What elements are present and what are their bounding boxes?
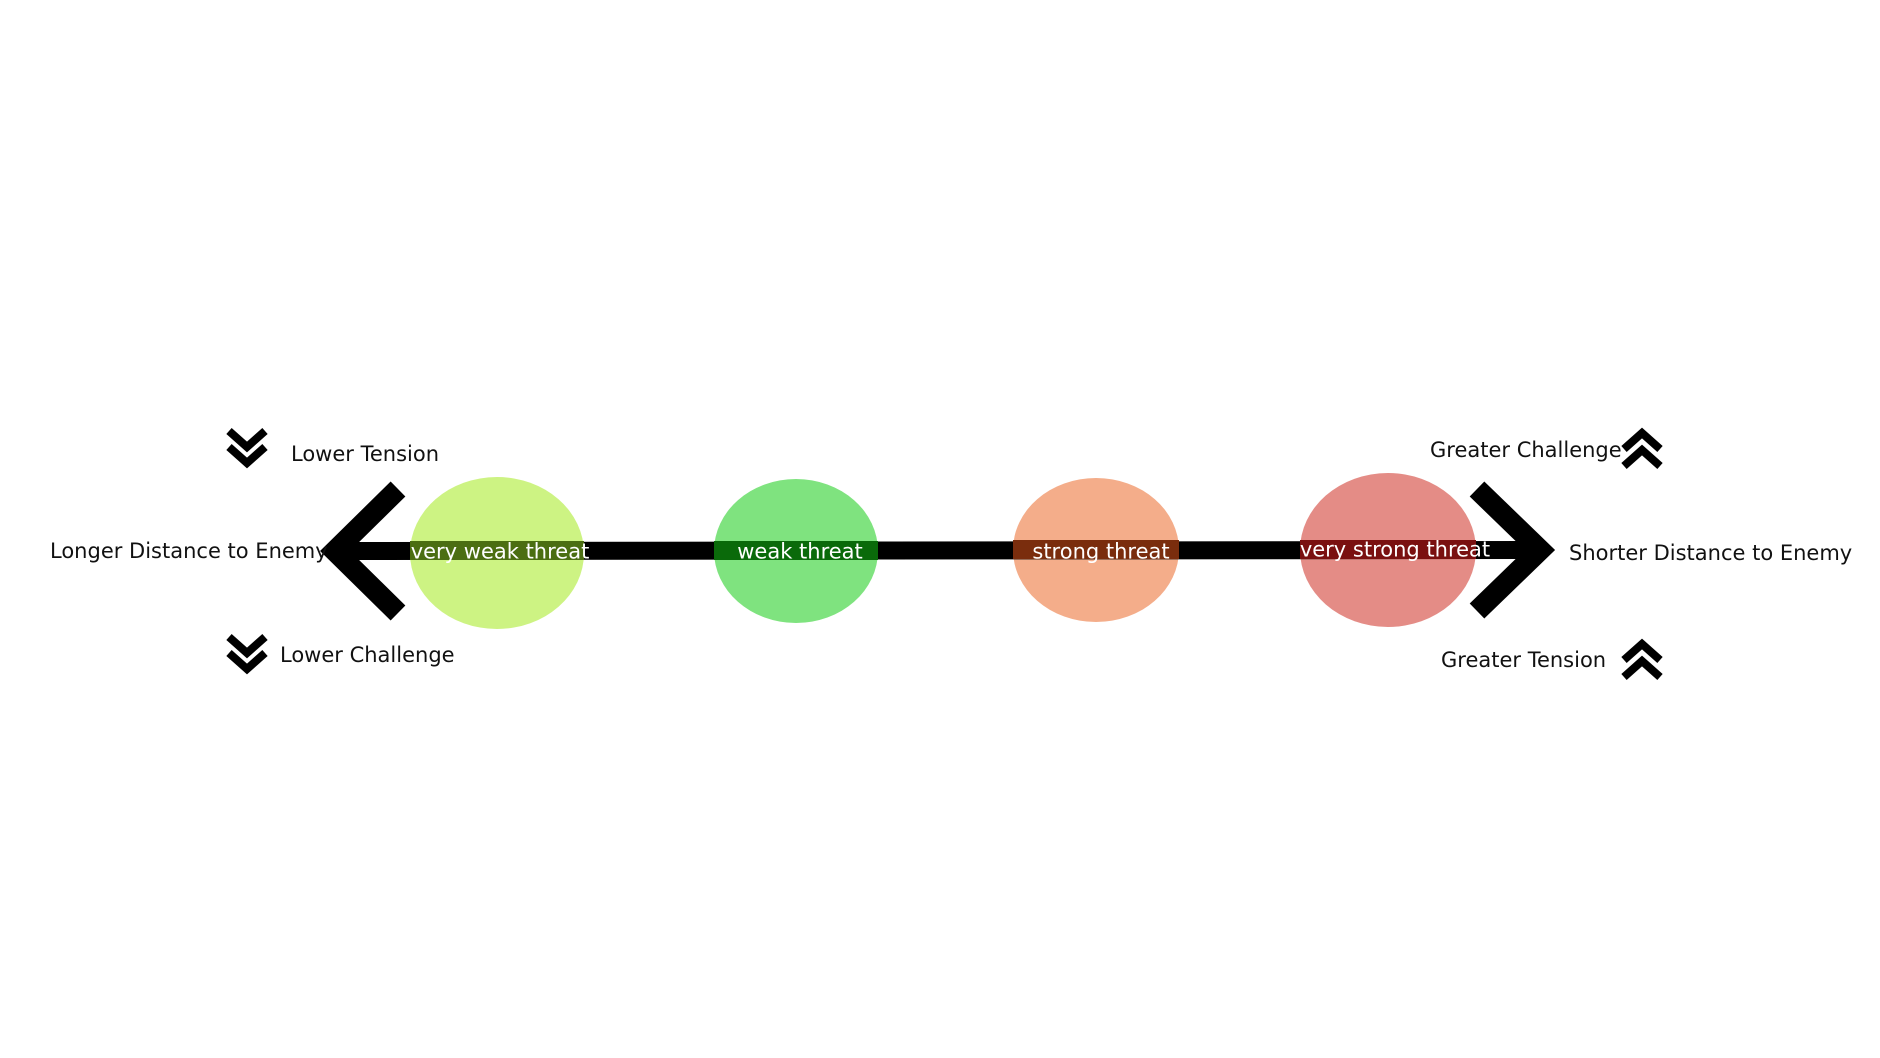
band-strong: [1013, 540, 1179, 559]
left-arrowhead: [320, 481, 406, 621]
band-very-strong: [1300, 540, 1476, 559]
threat-label-very-weak: very weak threat: [410, 539, 590, 564]
axis-right-label: Shorter Distance to Enemy: [1569, 541, 1853, 565]
threat-label-very-strong: very strong threat: [1299, 537, 1491, 562]
double-chevron-up-icon: [1621, 638, 1663, 680]
right-arrowhead: [1469, 481, 1556, 619]
lower-challenge-label: Lower Challenge: [280, 643, 455, 667]
band-very-weak: [410, 541, 584, 560]
band-weak: [714, 541, 878, 560]
double-chevron-down-icon: [226, 634, 268, 675]
double-chevron-down-icon: [226, 428, 268, 469]
axis-left-label: Longer Distance to Enemy: [50, 539, 328, 563]
greater-challenge-label: Greater Challenge: [1430, 438, 1622, 462]
threat-label-strong: strong threat: [1032, 539, 1170, 564]
lower-tension-label: Lower Tension: [291, 442, 440, 466]
double-chevron-up-icon: [1621, 427, 1663, 469]
threat-label-weak: weak threat: [737, 539, 863, 564]
greater-tension-label: Greater Tension: [1441, 648, 1607, 672]
